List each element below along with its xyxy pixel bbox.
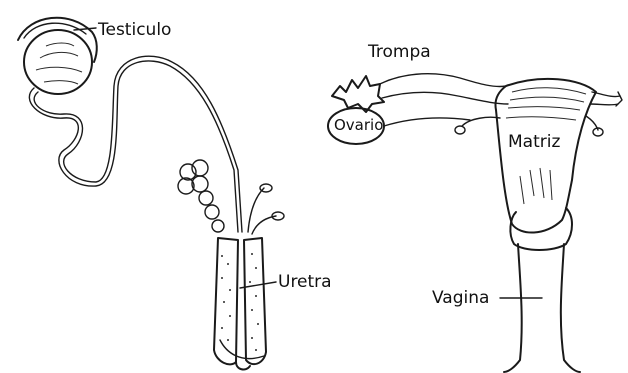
label-tube: Trompa xyxy=(368,44,431,61)
male-reproductive-system xyxy=(18,18,284,370)
label-uterus: Matriz xyxy=(508,134,560,151)
penis xyxy=(214,238,266,369)
uterus xyxy=(495,79,596,233)
cervix xyxy=(510,208,572,250)
ovarian-ligament xyxy=(384,118,470,126)
penis-stipple xyxy=(221,253,259,351)
seminal-vesicle xyxy=(178,160,224,232)
epididymis xyxy=(18,18,97,62)
label-urethra: Uretra xyxy=(278,274,332,291)
fallopian-tube-left xyxy=(380,74,506,87)
vagina-right-wall xyxy=(561,244,580,372)
vagina-left-wall xyxy=(504,244,522,372)
label-vagina: Vagina xyxy=(432,290,489,307)
testicle xyxy=(24,30,92,94)
fimbriae xyxy=(332,76,384,112)
vas-deferens xyxy=(29,61,238,232)
label-testicle: Testiculo xyxy=(98,22,171,39)
fallopian-tube-right xyxy=(592,92,620,97)
label-ovary: Ovario xyxy=(334,118,383,133)
